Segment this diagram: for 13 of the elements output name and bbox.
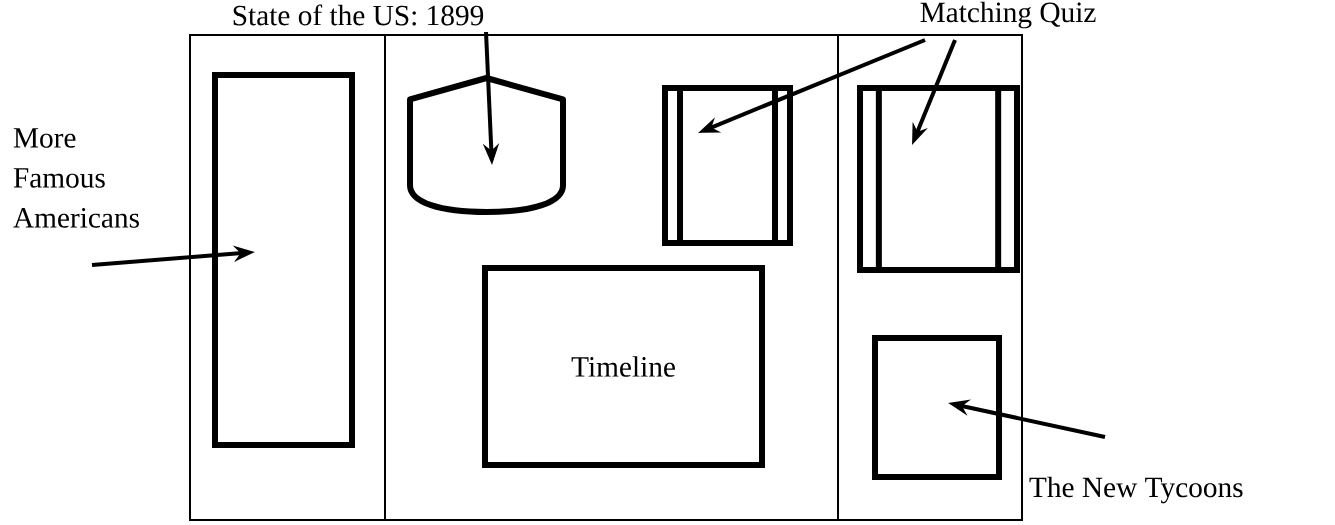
booklet-shape: [662, 85, 793, 246]
shield-shape: [407, 75, 566, 215]
callout-text: More Famous Americans: [13, 128, 139, 228]
panel: [189, 34, 386, 521]
callout-text: State of the US: 1899: [233, 4, 484, 26]
labeled-box: Timeline: [482, 265, 765, 468]
callout-text: Matching Quiz: [920, 1, 1096, 29]
panel: [384, 34, 839, 521]
callout-text: The New Tycoons: [1029, 476, 1243, 504]
panel: [837, 34, 1023, 521]
booklet-shape: [857, 85, 1020, 273]
rectangle: [212, 72, 355, 448]
rectangle: [872, 335, 1002, 480]
